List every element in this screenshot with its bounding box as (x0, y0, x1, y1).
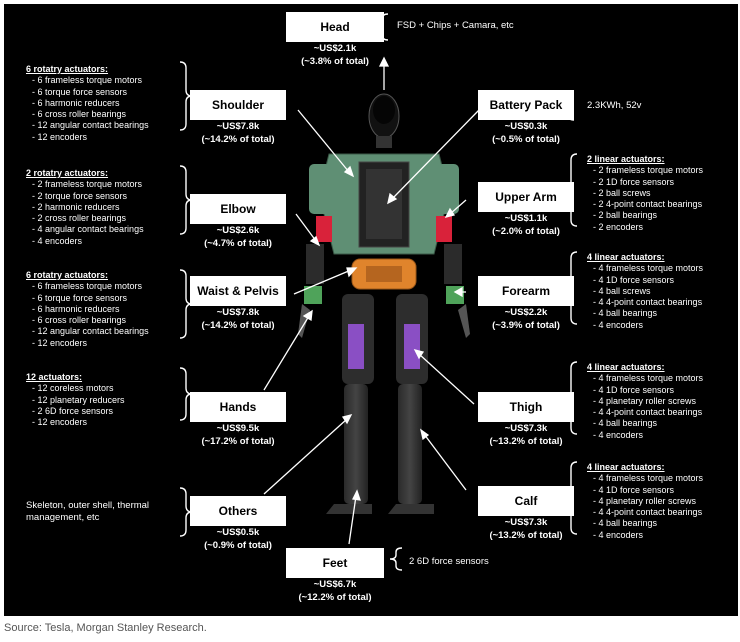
spec-item: - 6 harmonic reducers (32, 303, 120, 314)
spec-item: - 4 planetary roller screws (593, 395, 697, 406)
spec-item: - 6 frameless torque motors (32, 281, 143, 292)
label-battery-pack: Battery Pack (478, 90, 574, 120)
cost-thigh: ~US$7.3k(~13.2% of total) (489, 423, 563, 447)
label-forearm: Forearm (478, 276, 574, 306)
spec-item: - 4 4-point contact bearings (593, 297, 703, 308)
cost-upper-arm: ~US$1.1k(~2.0% of total) (492, 213, 560, 237)
spec-item: - 2 ball screws (593, 187, 651, 198)
cost-feet: ~US$6.7k(~12.2% of total) (298, 579, 372, 603)
label-calf: Calf (478, 486, 574, 516)
spec-item: - 4 encoders (593, 319, 644, 330)
label-elbow: Elbow (190, 194, 286, 224)
cost-hands: ~US$9.5k(~17.2% of total) (201, 423, 275, 447)
spec-forearm: 4 linear actuators: - 4 frameless torque… (587, 252, 704, 330)
spec-item: - 4 4-point contact bearings (593, 507, 703, 518)
spec-item: - 6 cross roller bearings (32, 109, 127, 120)
cost-head: ~US$2.1k(~3.8% of total) (301, 43, 369, 67)
spec-item: - 12 angular contact bearings (32, 326, 149, 337)
label-hands: Hands (190, 392, 286, 422)
label-thigh: Thigh (478, 392, 574, 422)
diagram-canvas: Head ~US$2.1k(~3.8% of total) FSD + Chip… (4, 4, 738, 616)
cost-forearm: ~US$2.2k(~3.9% of total) (492, 307, 560, 331)
spec-item: - 12 encoders (32, 417, 88, 428)
spec-item: - 4 1D force sensors (593, 274, 675, 285)
spec-item: - 4 ball bearings (593, 418, 658, 429)
cost-others: ~US$0.5k(~0.9% of total) (204, 527, 272, 551)
spec-calf: 4 linear actuators: - 4 frameless torque… (587, 462, 704, 540)
robot-illustration (179, 13, 578, 571)
label-shoulder: Shoulder (190, 90, 286, 120)
spec-hands: 12 actuators: - 12 coreless motors - 12 … (26, 372, 125, 428)
spec-item: - 4 planetary roller screws (593, 495, 697, 506)
spec-item: - 4 frameless torque motors (593, 473, 704, 484)
note-others: Skeleton, outer shell, thermal managemen… (26, 500, 150, 523)
label-others: Others (190, 496, 286, 526)
spec-item: - 2 4-point contact bearings (593, 199, 703, 210)
cost-battery-pack: ~US$0.3k(~0.5% of total) (492, 121, 560, 145)
label-upper-arm: Upper Arm (478, 182, 574, 212)
label-head: Head (286, 12, 384, 42)
spec-item: - 12 planetary reducers (32, 394, 125, 405)
spec-item: - 4 1D force sensors (593, 484, 675, 495)
spec-item: - 12 encoders (32, 131, 88, 142)
spec-item: - 6 harmonic reducers (32, 97, 120, 108)
spec-item: - 2 torque force sensors (32, 190, 128, 201)
spec-waist: 6 rotatry actuators: - 6 frameless torqu… (26, 270, 149, 348)
spec-item: - 2 ball bearings (593, 210, 658, 221)
cost-calf: ~US$7.3k(~13.2% of total) (489, 517, 563, 541)
spec-item: - 4 encoders (32, 235, 83, 246)
spec-item: - 4 encoders (593, 429, 644, 440)
label-feet: Feet (286, 548, 384, 578)
spec-item: - 2 6D force sensors (32, 405, 114, 416)
cost-shoulder: ~US$7.8k(~14.2% of total) (201, 121, 275, 145)
spec-item: - 4 1D force sensors (593, 384, 675, 395)
source-note: Source: Tesla, Morgan Stanley Research. (4, 622, 207, 634)
spec-item: - 4 encoders (593, 529, 644, 540)
spec-item: - 4 ball bearings (593, 518, 658, 529)
spec-item: - 4 ball bearings (593, 308, 658, 319)
spec-item: - 4 frameless torque motors (593, 373, 704, 384)
spec-item: - 6 torque force sensors (32, 292, 128, 303)
spec-item: - 12 encoders (32, 337, 88, 348)
spec-item: - 2 frameless torque motors (593, 165, 704, 176)
spec-elbow: 2 rotatry actuators: - 2 frameless torqu… (26, 168, 144, 246)
spec-item: - 4 frameless torque motors (593, 263, 704, 274)
spec-item: - 4 angular contact bearings (32, 224, 144, 235)
spec-item: - 4 4-point contact bearings (593, 407, 703, 418)
spec-item: - 6 frameless torque motors (32, 75, 143, 86)
spec-item: - 12 coreless motors (32, 383, 114, 394)
spec-item: - 2 cross roller bearings (32, 213, 127, 224)
label-waist-pelvis: Waist & Pelvis (190, 276, 286, 306)
spec-item: - 2 frameless torque motors (32, 179, 143, 190)
spec-item: - 6 cross roller bearings (32, 315, 127, 326)
spec-upper-arm: 2 linear actuators: - 2 frameless torque… (587, 154, 704, 232)
spec-thigh: 4 linear actuators: - 4 frameless torque… (587, 362, 704, 440)
spec-item: - 2 encoders (593, 221, 644, 232)
spec-item: - 12 angular contact bearings (32, 120, 149, 131)
cost-elbow: ~US$2.6k(~4.7% of total) (204, 225, 272, 249)
note-battery-pack: 2.3KWh, 52v (587, 100, 642, 111)
spec-item: - 6 torque force sensors (32, 86, 128, 97)
spec-shoulder: 6 rotatry actuators: - 6 frameless torqu… (26, 64, 149, 142)
spec-item: - 2 1D force sensors (593, 176, 675, 187)
note-feet: 2 6D force sensors (409, 556, 489, 567)
cost-waist-pelvis: ~US$7.8k(~14.2% of total) (201, 307, 275, 331)
spec-item: - 4 ball screws (593, 285, 651, 296)
spec-item: - 2 harmonic reducers (32, 201, 120, 212)
note-head: FSD + Chips + Camara, etc (397, 20, 514, 31)
